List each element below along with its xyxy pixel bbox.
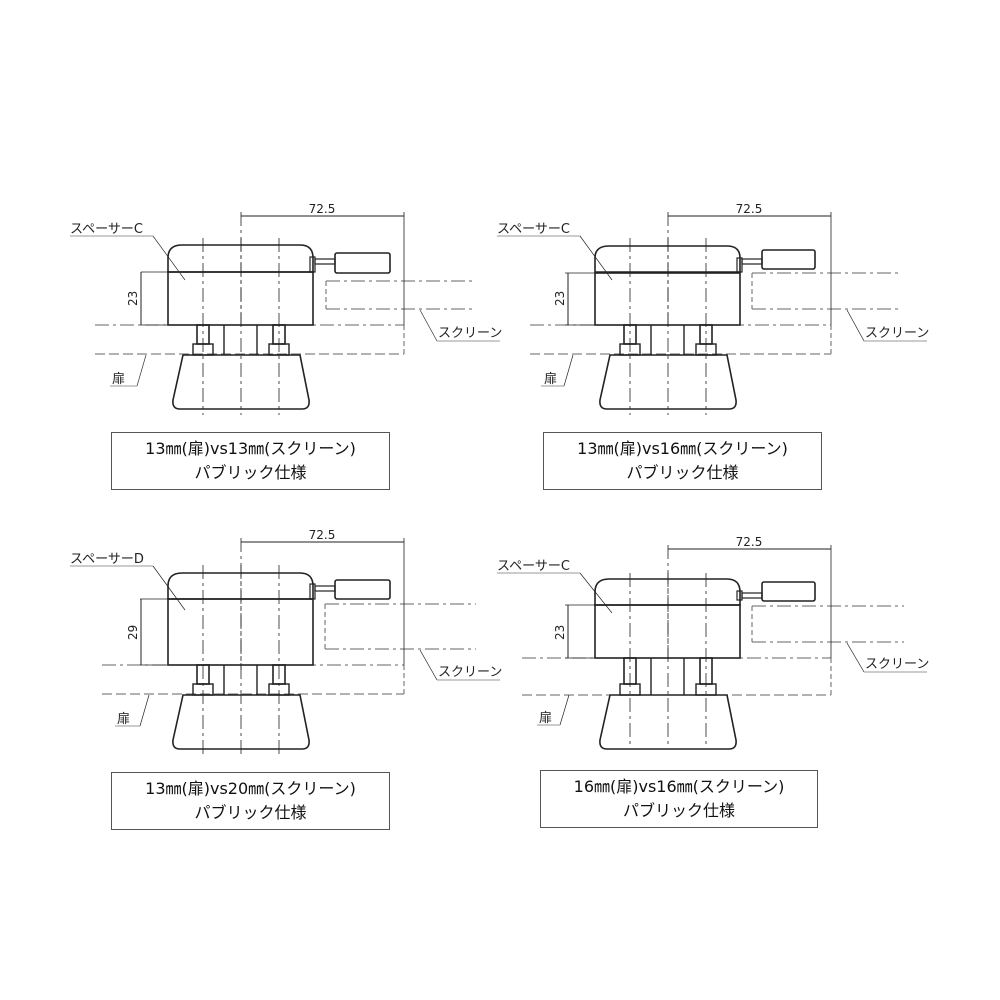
panel-1-door-label: 扉: [112, 371, 125, 387]
panel-3-screen-label: スクリーン: [438, 665, 502, 680]
panel-2-drawing: [497, 212, 927, 415]
panel-4-caption-title: 16㎜(扉)vs16㎜(スクリーン): [573, 777, 785, 796]
panel-1-caption-title: 13㎜(扉)vs13㎜(スクリーン): [145, 439, 356, 458]
panel-2-height-dimension: 23: [553, 291, 567, 306]
panel-3-drawing: [70, 538, 500, 755]
panel-2-screen-label: スクリーン: [865, 326, 929, 341]
panel-1-caption: 13㎜(扉)vs13㎜(スクリーン) パブリック仕様: [111, 432, 390, 490]
panel-3-door-label: 扉: [117, 711, 130, 727]
panel-3-spacer-label: スペーサーD: [70, 552, 144, 567]
panel-1-drawing: [70, 212, 500, 415]
panel-4-caption-subtitle: パブリック仕様: [622, 801, 735, 820]
panel-4-door-label: 扉: [539, 710, 552, 726]
panel-4-width-dimension: 72.5: [736, 535, 763, 549]
panel-2-spacer-label: スペーサーC: [497, 222, 570, 237]
panel-3-caption-subtitle: パブリック仕様: [194, 803, 307, 822]
panel-4-drawing: [497, 545, 927, 750]
panel-2-width-dimension: 72.5: [736, 202, 763, 216]
panel-1-spacer-label: スペーサーC: [70, 222, 143, 237]
panel-3-caption-title: 13㎜(扉)vs20㎜(スクリーン): [145, 779, 356, 798]
panel-1-screen-label: スクリーン: [438, 326, 502, 341]
panel-3-height-dimension: 29: [126, 625, 140, 640]
panel-1-width-dimension: 72.5: [309, 202, 336, 216]
panel-4-height-dimension: 23: [553, 625, 567, 640]
panel-2-caption: 13㎜(扉)vs16㎜(スクリーン) パブリック仕様: [543, 432, 822, 490]
panel-2-caption-subtitle: パブリック仕様: [626, 463, 739, 482]
panel-1-caption-subtitle: パブリック仕様: [194, 463, 307, 482]
panel-3-caption: 13㎜(扉)vs20㎜(スクリーン) パブリック仕様: [111, 772, 390, 830]
panel-4-screen-label: スクリーン: [865, 657, 929, 672]
panel-3-width-dimension: 72.5: [309, 528, 336, 542]
panel-4-spacer-label: スペーサーC: [497, 559, 570, 574]
panel-2-door-label: 扉: [544, 371, 557, 387]
panel-4-caption: 16㎜(扉)vs16㎜(スクリーン) パブリック仕様: [540, 770, 818, 828]
panel-1-height-dimension: 23: [126, 291, 140, 306]
panel-2-caption-title: 13㎜(扉)vs16㎜(スクリーン): [577, 439, 788, 458]
